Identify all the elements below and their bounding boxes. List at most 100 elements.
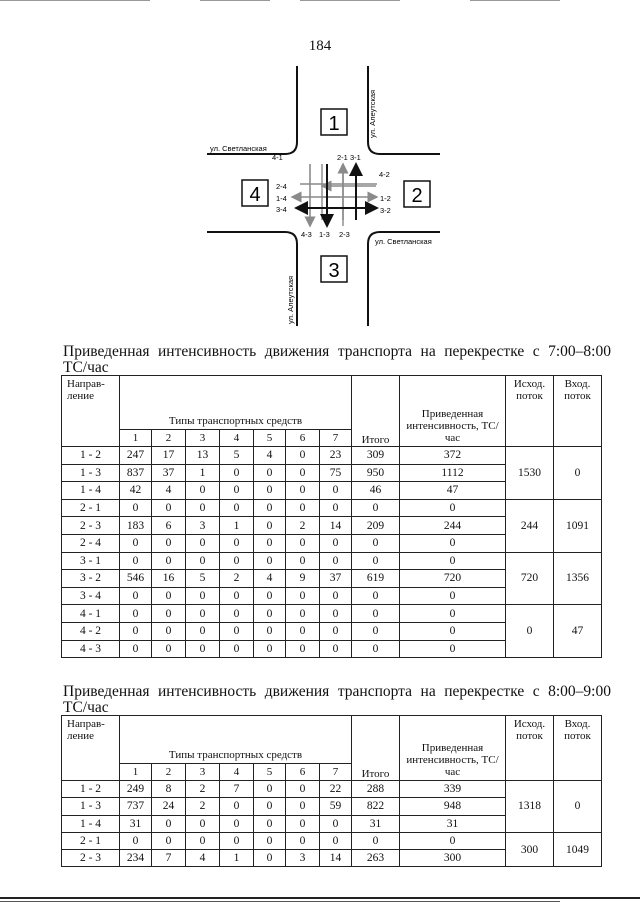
cell-type-6: 0 [285, 463, 320, 483]
cell-type-4: 0 [219, 586, 254, 606]
cell-reduced: 31 [399, 814, 506, 833]
cell-type-2: 0 [151, 639, 186, 659]
cell-type-1: 234 [119, 849, 152, 868]
cell-type-5: 4 [253, 569, 286, 588]
cell-outflow: 720 [505, 551, 554, 606]
intersection-diagram: ул. Светланская ул. Светланская ул. Алеу… [207, 66, 440, 326]
cell-reduced: 720 [399, 569, 506, 588]
cell-total: 0 [351, 831, 400, 851]
header-inflow: Вход. поток [553, 715, 602, 781]
street-svetlanskaya-east: ул. Светланская [375, 237, 432, 246]
cell-type-7: 0 [319, 586, 352, 606]
header-inflow: Вход. поток [553, 375, 602, 447]
cell-type-6: 0 [285, 533, 320, 553]
cell-type-7: 37 [319, 569, 352, 588]
street-aleutskaya-north: ул. Алеутская [368, 90, 377, 138]
cell-total: 0 [351, 639, 400, 659]
cell-type-7: 0 [319, 639, 352, 659]
cell-type-5: 0 [253, 463, 286, 483]
cell-total: 0 [351, 498, 400, 518]
cell-type-2: 24 [151, 797, 186, 816]
cell-type-3: 2 [185, 797, 220, 816]
cell-reduced: 244 [399, 516, 506, 535]
cell-type-5: 0 [253, 831, 286, 851]
zone-box-1 [320, 108, 348, 136]
cell-type-4: 0 [219, 604, 254, 623]
cell-direction: 1 - 3 [61, 797, 120, 816]
header-reduced-intensity: Приведенная интенсивность, ТС/час [399, 715, 506, 781]
cell-type-1: 0 [119, 498, 152, 518]
cell-type-3: 0 [185, 814, 220, 833]
label-2-3: 2-3 [339, 230, 350, 239]
cell-type-2: 8 [151, 779, 186, 799]
cell-direction: 3 - 2 [61, 569, 120, 588]
cell-total: 950 [351, 463, 400, 483]
cell-type-6: 0 [285, 586, 320, 606]
label-1-2: 1-2 [380, 194, 391, 203]
table1-unit: ТС/час [63, 359, 109, 376]
page-number: 184 [308, 38, 332, 54]
cell-type-4: 0 [219, 551, 254, 571]
header-total: Итого [351, 375, 400, 447]
cell-type-4: 0 [219, 533, 254, 553]
cell-reduced: 0 [399, 551, 506, 571]
header-type-4: 4 [219, 763, 254, 781]
cell-type-6: 0 [285, 779, 320, 799]
cell-type-4: 0 [219, 463, 254, 483]
cell-type-2: 0 [151, 586, 186, 606]
header-total: Итого [351, 715, 400, 781]
cell-type-1: 0 [119, 604, 152, 623]
cell-direction: 2 - 3 [61, 849, 120, 868]
cell-type-4: 1 [219, 849, 254, 868]
cell-type-7: 0 [319, 533, 352, 553]
cell-total: 0 [351, 621, 400, 641]
cell-inflow: 1356 [553, 551, 602, 606]
cell-total: 619 [351, 569, 400, 588]
cell-type-5: 0 [253, 516, 286, 535]
header-type-7: 7 [319, 429, 352, 447]
cell-type-5: 0 [253, 586, 286, 606]
label-4-3: 4-3 [301, 230, 312, 239]
cell-total: 822 [351, 797, 400, 816]
header-type-3: 3 [185, 429, 220, 447]
cell-inflow: 1091 [553, 498, 602, 553]
street-aleutskaya-south: ул. Алеутская [286, 276, 295, 324]
cell-type-3: 0 [185, 621, 220, 641]
cell-type-3: 5 [185, 569, 220, 588]
road-edge-northwest [207, 66, 298, 155]
cell-type-6: 0 [285, 814, 320, 833]
cell-type-2: 0 [151, 604, 186, 623]
header-vehicle-types: Типы транспортных средств [119, 375, 352, 430]
cell-type-6: 2 [285, 516, 320, 535]
cell-type-1: 42 [119, 481, 152, 500]
cell-reduced: 0 [399, 604, 506, 623]
cell-reduced: 339 [399, 779, 506, 799]
header-type-1: 1 [119, 763, 152, 781]
cell-type-7: 59 [319, 797, 352, 816]
cell-type-1: 247 [119, 446, 152, 465]
cell-type-2: 7 [151, 849, 186, 868]
cell-type-5: 0 [253, 551, 286, 571]
cell-outflow: 300 [505, 831, 554, 868]
header-direction: Направ-ление [61, 375, 120, 447]
cell-type-7: 0 [319, 481, 352, 500]
cell-type-3: 0 [185, 604, 220, 623]
cell-direction: 2 - 1 [61, 831, 120, 851]
cell-type-6: 0 [285, 498, 320, 518]
cell-type-1: 183 [119, 516, 152, 535]
cell-type-3: 13 [185, 446, 220, 465]
cell-direction: 1 - 3 [61, 463, 120, 483]
cell-type-5: 0 [253, 498, 286, 518]
cell-type-3: 0 [185, 533, 220, 553]
label-4-1: 4-1 [272, 153, 283, 162]
header-type-4: 4 [219, 429, 254, 447]
cell-type-6: 0 [285, 481, 320, 500]
zone-label-3: 3 [328, 260, 339, 282]
cell-type-1: 0 [119, 639, 152, 659]
